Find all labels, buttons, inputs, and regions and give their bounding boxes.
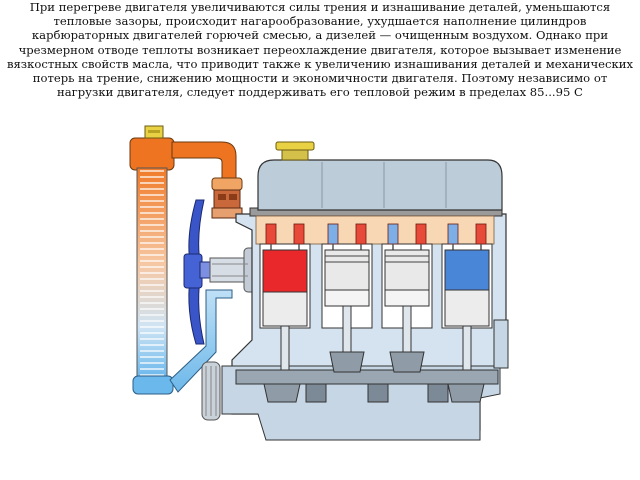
- piston-2: [324, 249, 370, 291]
- oil-filler-cap: [275, 141, 315, 151]
- radiator-upper-tank: [129, 137, 175, 171]
- piston-4: [444, 249, 490, 291]
- piston-3: [384, 249, 430, 291]
- thermostat: [211, 177, 243, 219]
- flywheel-housing: [493, 319, 509, 369]
- radiator: [129, 125, 175, 395]
- radiator-lower-tank: [132, 375, 174, 395]
- cylinders: [259, 223, 493, 329]
- cylinder-head: [257, 141, 503, 211]
- piston-1: [262, 249, 308, 293]
- radiator-fins: [140, 170, 164, 378]
- caption-text: При перегреве двигателя увеличиваются си…: [6, 0, 634, 100]
- crankshaft: [235, 351, 499, 403]
- valves: [265, 223, 487, 245]
- crank-pulley: [201, 361, 221, 421]
- fan-blade-upper: [188, 199, 205, 263]
- lower-hose: [169, 289, 233, 393]
- fan-hub: [183, 253, 203, 289]
- fan-blade-lower: [188, 277, 205, 345]
- fan: [183, 199, 213, 345]
